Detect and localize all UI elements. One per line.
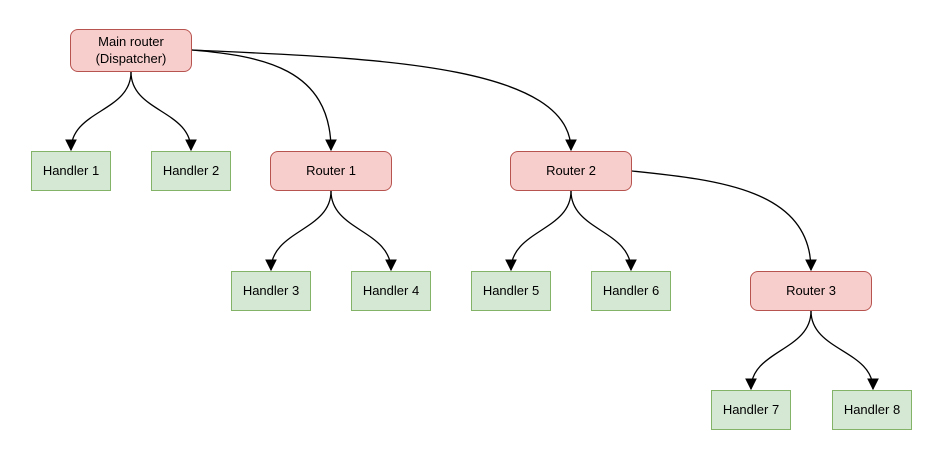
node-label: Handler 1 xyxy=(42,162,100,178)
node-handler-2[interactable]: Handler 2 xyxy=(151,151,231,191)
node-label: Router 1 xyxy=(306,162,356,178)
node-handler-7[interactable]: Handler 7 xyxy=(711,390,791,430)
edge-router-3-to-handler-8 xyxy=(810,310,879,391)
node-label: Handler 8 xyxy=(843,401,901,417)
node-router-1[interactable]: Router 1 xyxy=(270,151,392,191)
edge-router-2-to-router-3 xyxy=(631,170,817,272)
node-label: Handler 7 xyxy=(722,401,780,417)
node-label: Handler 3 xyxy=(242,282,300,298)
node-label: Router 2 xyxy=(546,162,596,178)
node-handler-3[interactable]: Handler 3 xyxy=(231,271,311,311)
node-label: Handler 5 xyxy=(482,282,540,298)
node-label: Main router (Dispatcher) xyxy=(95,33,167,66)
node-handler-1[interactable]: Handler 1 xyxy=(31,151,111,191)
node-label: Handler 4 xyxy=(362,282,420,298)
node-handler-4[interactable]: Handler 4 xyxy=(351,271,431,311)
edge-router-1-to-handler-3 xyxy=(265,190,332,272)
edge-main-to-handler-1 xyxy=(65,71,132,152)
node-handler-5[interactable]: Handler 5 xyxy=(471,271,551,311)
node-label: Handler 2 xyxy=(162,162,220,178)
edge-router-1-to-handler-4 xyxy=(330,190,397,272)
node-handler-8[interactable]: Handler 8 xyxy=(832,390,912,430)
node-label: Router 3 xyxy=(786,282,836,298)
edge-router-2-to-handler-6 xyxy=(570,190,637,272)
node-main-router-dispatcher[interactable]: Main router (Dispatcher) xyxy=(70,29,192,72)
edge-main-to-handler-2 xyxy=(130,71,197,152)
edge-main-to-router-1 xyxy=(191,49,337,152)
node-label: Handler 6 xyxy=(602,282,660,298)
edge-main-to-router-2 xyxy=(191,49,577,152)
node-handler-6[interactable]: Handler 6 xyxy=(591,271,671,311)
edge-router-2-to-handler-5 xyxy=(505,190,572,272)
node-router-2[interactable]: Router 2 xyxy=(510,151,632,191)
edge-router-3-to-handler-7 xyxy=(745,310,812,391)
node-router-3[interactable]: Router 3 xyxy=(750,271,872,311)
